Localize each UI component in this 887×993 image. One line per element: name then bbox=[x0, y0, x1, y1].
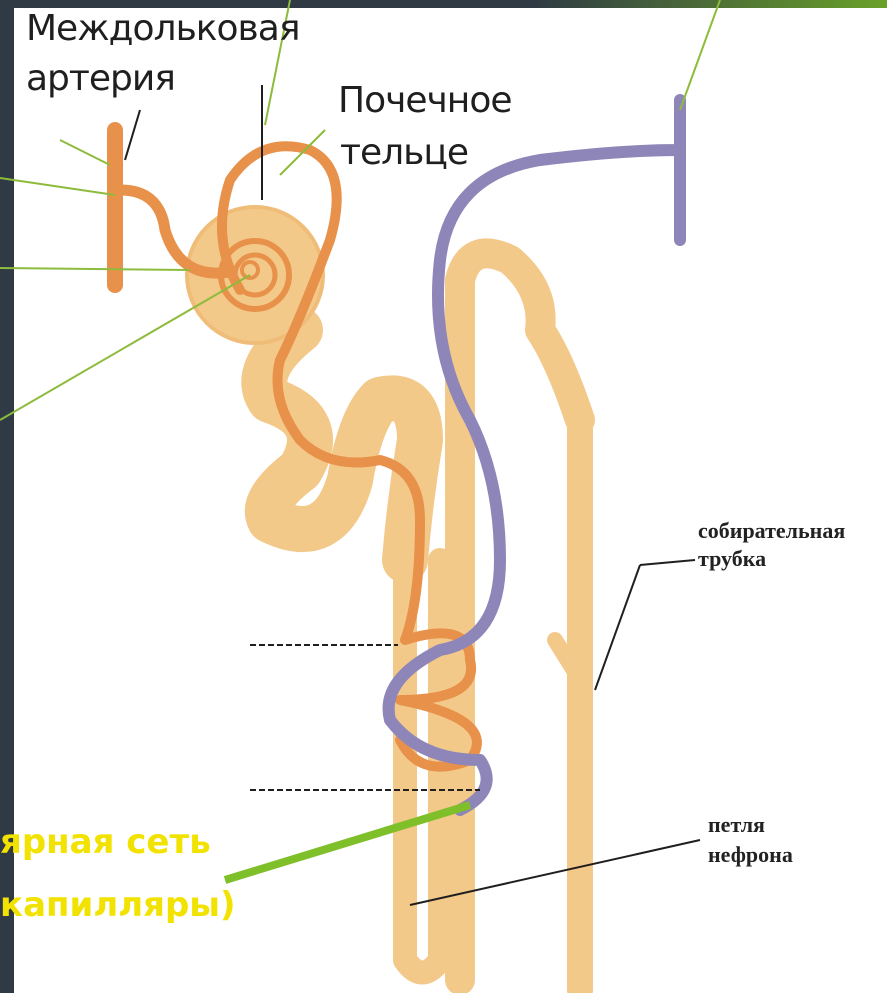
collecting-duct bbox=[555, 420, 580, 990]
capillary-net-label-line1: ярная сеть bbox=[0, 822, 211, 862]
pointer-left-1 bbox=[0, 178, 115, 195]
capillary-net-label-line2: капилляры) bbox=[0, 885, 236, 925]
pointer-left-2 bbox=[0, 268, 190, 270]
collecting-duct-label-line1: собирательная bbox=[698, 518, 845, 544]
nephron-loop-label-line2: нефрона bbox=[708, 842, 793, 868]
renal-corpuscle-label-line1: Почечное bbox=[338, 80, 512, 121]
pointer-top-right bbox=[680, 0, 720, 110]
pointer-artery-b bbox=[125, 110, 140, 160]
pointer-artery-a bbox=[60, 140, 110, 165]
interlobular-artery-label-line1: Междольковая bbox=[26, 8, 300, 49]
interlobular-artery-label-line2: артерия bbox=[26, 58, 175, 99]
pointer-left-3 bbox=[0, 275, 250, 420]
nephron-loop-label-line1: петля bbox=[708, 812, 765, 838]
loop-bottom bbox=[405, 960, 440, 973]
renal-corpuscle-label-line2: тельце bbox=[340, 132, 468, 173]
proximal-tubule bbox=[264, 330, 420, 560]
collecting-duct-label-line2: трубка bbox=[698, 546, 766, 572]
pointer-collecting-duct bbox=[640, 560, 695, 565]
pointer-collecting-duct-2 bbox=[595, 565, 640, 690]
